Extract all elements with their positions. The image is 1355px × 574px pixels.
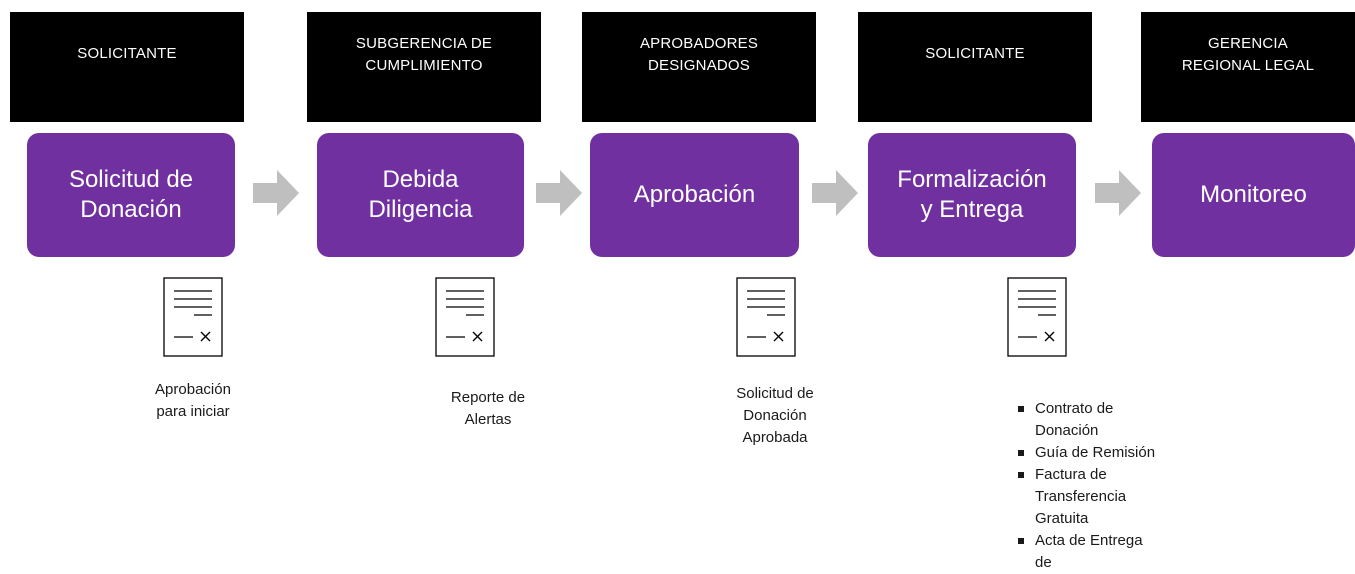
step-debida-diligencia: Debida Diligencia <box>317 133 524 257</box>
output-solicitud-donacion-aprobada: Solicitud de Donación Aprobada <box>736 385 814 446</box>
output-reporte-de-alertas: Reporte de Alertas <box>450 389 526 428</box>
document-icon <box>435 277 495 357</box>
step-formalizacion-y-entrega: Formalización y Entrega <box>868 133 1076 257</box>
step-aprobacion: Aprobación <box>590 133 799 257</box>
output-aprobacion-para-iniciar: Aprobación para iniciar <box>155 381 231 420</box>
list-item: Acta de Entrega de <box>1018 530 1158 574</box>
arrow-right-icon <box>1095 170 1141 216</box>
arrow-right-icon <box>253 170 299 216</box>
list-item: Guía de Remisión <box>1018 442 1158 464</box>
step-solicitud-de-donacion: Solicitud de Donación <box>27 133 235 257</box>
role-header-solicitante-2: SOLICITANTE <box>858 12 1092 122</box>
document-icon <box>163 277 223 357</box>
role-header-solicitante-1: SOLICITANTE <box>10 12 244 122</box>
deliverables-list: Contrato de Donación Guía de Remisión Fa… <box>1018 398 1158 574</box>
arrow-right-icon <box>536 170 582 216</box>
step-monitoreo: Monitoreo <box>1152 133 1355 257</box>
arrow-right-icon <box>812 170 858 216</box>
role-header-gerencia-regional-legal: GERENCIA REGIONAL LEGAL <box>1141 12 1355 122</box>
document-icon <box>1007 277 1067 357</box>
role-header-subgerencia-cumplimiento: SUBGERENCIA DE CUMPLIMIENTO <box>307 12 541 122</box>
document-icon <box>736 277 796 357</box>
list-item: Contrato de Donación <box>1018 398 1158 442</box>
list-item: Factura de Transferencia Gratuita <box>1018 464 1158 530</box>
role-header-aprobadores-designados: APROBADORES DESIGNADOS <box>582 12 816 122</box>
